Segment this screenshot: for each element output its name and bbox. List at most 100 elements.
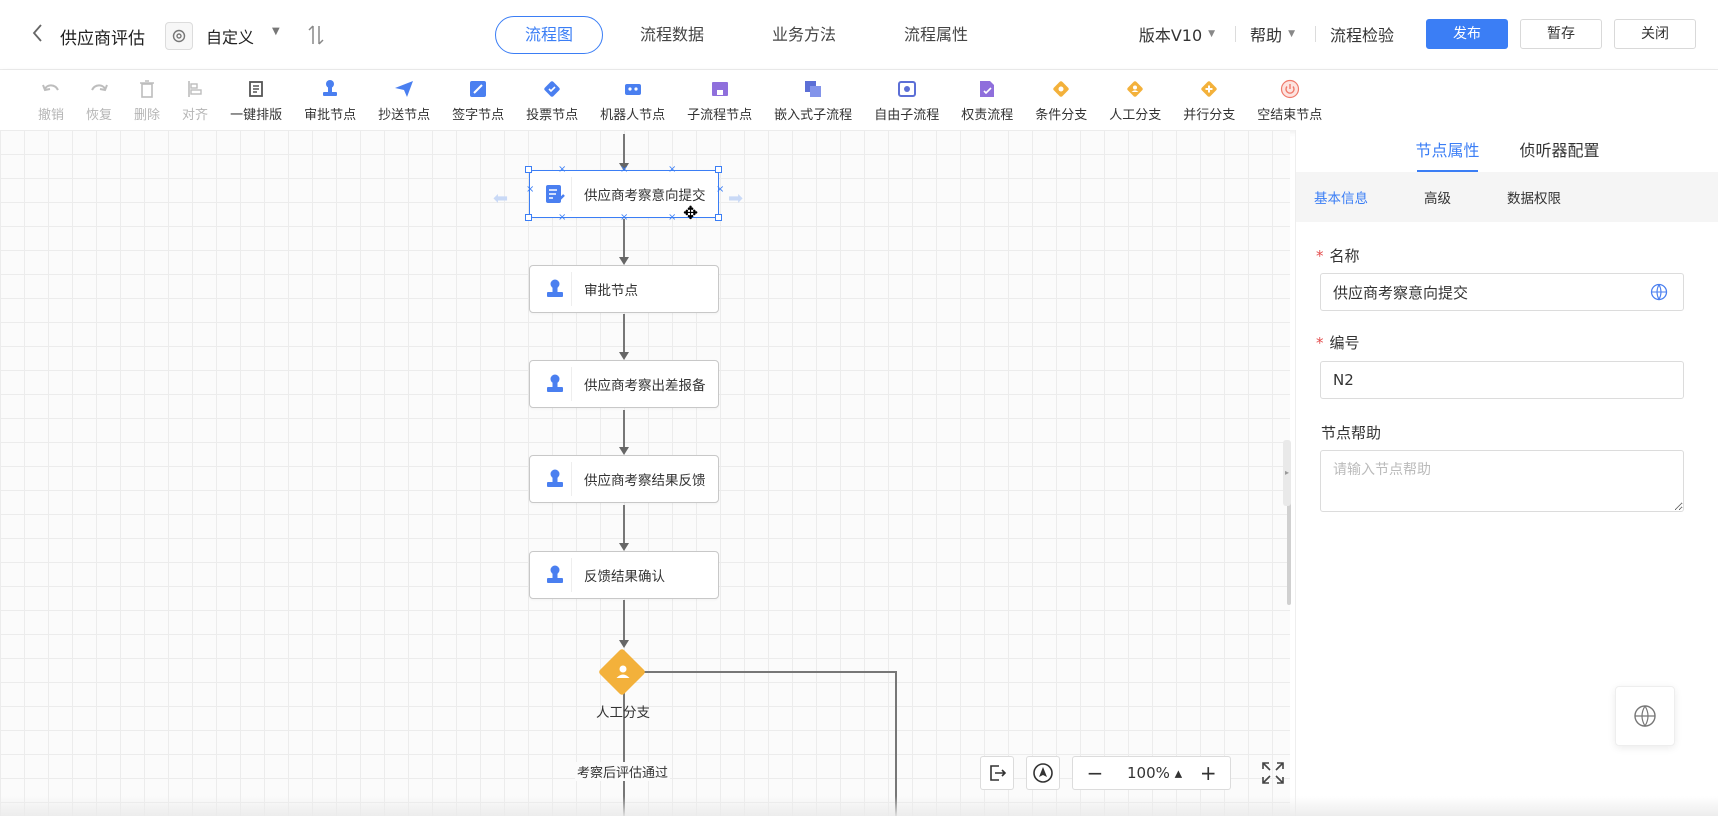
settings-button[interactable] — [165, 22, 193, 50]
navigate-button[interactable] — [1026, 756, 1060, 790]
auto-layout-button[interactable]: 一键排版 — [230, 70, 282, 130]
robot-node-tool[interactable]: 机器人节点 — [600, 70, 665, 130]
condition-branch-tool[interactable]: 条件分支 — [1035, 70, 1087, 130]
zoom-level[interactable]: 100% ▴ — [1127, 764, 1183, 782]
sign-node-tool[interactable]: 签字节点 — [452, 70, 504, 130]
flow-node-selected[interactable]: 供应商考察意向提交 — [529, 170, 719, 218]
anchor-point-icon[interactable]: × — [558, 212, 567, 223]
code-field[interactable] — [1320, 361, 1684, 399]
zoom-out-button[interactable]: − — [1086, 761, 1104, 785]
resize-handle[interactable] — [715, 214, 722, 221]
translate-globe-icon[interactable] — [1650, 283, 1668, 301]
flow-node-confirm[interactable]: 反馈结果确认 — [529, 551, 719, 599]
flow-node-trip-report[interactable]: 供应商考察出差报备 — [529, 360, 719, 408]
publish-button[interactable]: 发布 — [1426, 19, 1508, 49]
name-field[interactable] — [1320, 273, 1684, 311]
export-button[interactable] — [980, 756, 1014, 790]
embedded-flow-icon — [802, 78, 824, 100]
anchor-point-icon[interactable]: × — [716, 184, 725, 195]
close-button[interactable]: 关闭 — [1614, 19, 1696, 49]
subtab-data-permissions[interactable]: 数据权限 — [1507, 191, 1561, 207]
arrow-head-icon — [619, 352, 629, 360]
stamp-icon — [319, 78, 341, 100]
parallel-branch-tool[interactable]: 并行分支 — [1183, 70, 1235, 130]
embedded-subflow-tool[interactable]: 嵌入式子流程 — [774, 70, 852, 130]
anchor-point-icon[interactable]: × — [620, 212, 629, 223]
required-mark: * — [1316, 247, 1324, 265]
swap-direction-icon[interactable] — [306, 22, 326, 48]
node-help-field[interactable] — [1320, 450, 1684, 512]
manual-branch-tool[interactable]: 人工分支 — [1109, 70, 1161, 130]
save-draft-button[interactable]: 暂存 — [1520, 19, 1602, 49]
node-label: 反馈结果确认 — [584, 569, 665, 585]
flow-edge — [623, 600, 625, 642]
chevron-down-icon[interactable]: ▼ — [272, 26, 280, 37]
node-label: 供应商考察意向提交 — [584, 188, 706, 204]
tab-flowchart[interactable]: 流程图 — [495, 16, 604, 54]
move-cursor-icon: ✥ — [683, 203, 699, 224]
arrow-head-icon — [619, 543, 629, 551]
node-label: 供应商考察结果反馈 — [584, 473, 706, 489]
canvas-scrollbar[interactable] — [1287, 445, 1291, 605]
anchor-point-icon[interactable]: × — [620, 164, 629, 175]
node-toolbar: 撤销 恢复 删除 对齐 一键排版 审批节点 抄送节点 签字节点 投票节点 机器人… — [0, 70, 1718, 130]
anchor-point-icon[interactable]: × — [558, 164, 567, 175]
globe-icon — [1634, 705, 1656, 728]
version-select[interactable]: 版本V10▼ — [1138, 26, 1216, 45]
pen-edit-icon — [467, 78, 489, 100]
panel-collapse-handle[interactable]: ▸ — [1283, 440, 1291, 506]
fullscreen-button[interactable] — [1260, 760, 1286, 786]
tab-node-properties[interactable]: 节点属性 — [1415, 130, 1480, 172]
tab-listener-config[interactable]: 侦听器配置 — [1519, 141, 1600, 160]
free-flow-icon — [896, 78, 918, 100]
redo-button[interactable]: 恢复 — [86, 70, 112, 130]
resize-handle[interactable] — [525, 214, 532, 221]
bottom-fade — [0, 796, 1718, 816]
anchor-point-icon[interactable]: × — [668, 212, 677, 223]
zoom-in-button[interactable]: + — [1199, 761, 1217, 785]
free-subflow-tool[interactable]: 自由子流程 — [874, 70, 939, 130]
align-icon — [184, 78, 206, 100]
anchor-point-icon[interactable]: × — [668, 164, 677, 175]
delete-button[interactable]: 删除 — [134, 70, 160, 130]
cc-node-tool[interactable]: 抄送节点 — [378, 70, 430, 130]
right-connect-arrow-icon[interactable]: ➡ — [728, 188, 744, 209]
flow-edge — [623, 505, 625, 545]
flow-check-button[interactable]: 流程检验 — [1329, 26, 1394, 45]
left-connect-arrow-icon[interactable]: ⬅ — [493, 188, 509, 209]
flow-node-approval[interactable]: 审批节点 — [529, 265, 719, 313]
subflow-icon — [709, 78, 731, 100]
help-menu[interactable]: 帮助▼ — [1250, 26, 1295, 45]
undo-button[interactable]: 撤销 — [38, 70, 64, 130]
subtab-basic-info[interactable]: 基本信息 — [1314, 191, 1368, 207]
align-button[interactable]: 对齐 — [182, 70, 208, 130]
tab-flow-data[interactable]: 流程数据 — [640, 25, 705, 44]
flow-node-result-feedback[interactable]: 供应商考察结果反馈 — [529, 455, 719, 503]
back-arrow-icon[interactable] — [30, 22, 50, 48]
approve-node-tool[interactable]: 审批节点 — [304, 70, 356, 130]
language-button[interactable] — [1615, 686, 1675, 746]
duty-flow-tool[interactable]: 权责流程 — [961, 70, 1013, 130]
form-edit-icon — [538, 177, 572, 211]
arrow-head-icon — [619, 163, 629, 171]
divider — [1235, 26, 1237, 42]
arrow-head-icon — [619, 257, 629, 265]
chevron-down-icon: ▼ — [1288, 29, 1295, 39]
mode-select[interactable]: 自定义 — [206, 28, 255, 47]
person-icon — [611, 660, 635, 684]
flow-canvas[interactable] — [0, 130, 1290, 816]
empty-end-node-tool[interactable]: 空结束节点 — [1257, 70, 1322, 130]
vote-node-tool[interactable]: 投票节点 — [526, 70, 578, 130]
tab-flow-properties[interactable]: 流程属性 — [904, 25, 969, 44]
subtab-advanced[interactable]: 高级 — [1424, 191, 1451, 207]
layout-icon — [245, 78, 267, 100]
subflow-node-tool[interactable]: 子流程节点 — [687, 70, 752, 130]
resize-handle[interactable] — [715, 166, 722, 173]
resize-handle[interactable] — [525, 166, 532, 173]
node-label: 审批节点 — [584, 283, 638, 299]
divider — [1314, 26, 1316, 42]
anchor-point-icon[interactable]: × — [526, 184, 535, 195]
tab-business-methods[interactable]: 业务方法 — [772, 25, 837, 44]
export-icon — [990, 765, 1007, 781]
condition-label[interactable]: 考察后评估通过 — [575, 762, 671, 781]
